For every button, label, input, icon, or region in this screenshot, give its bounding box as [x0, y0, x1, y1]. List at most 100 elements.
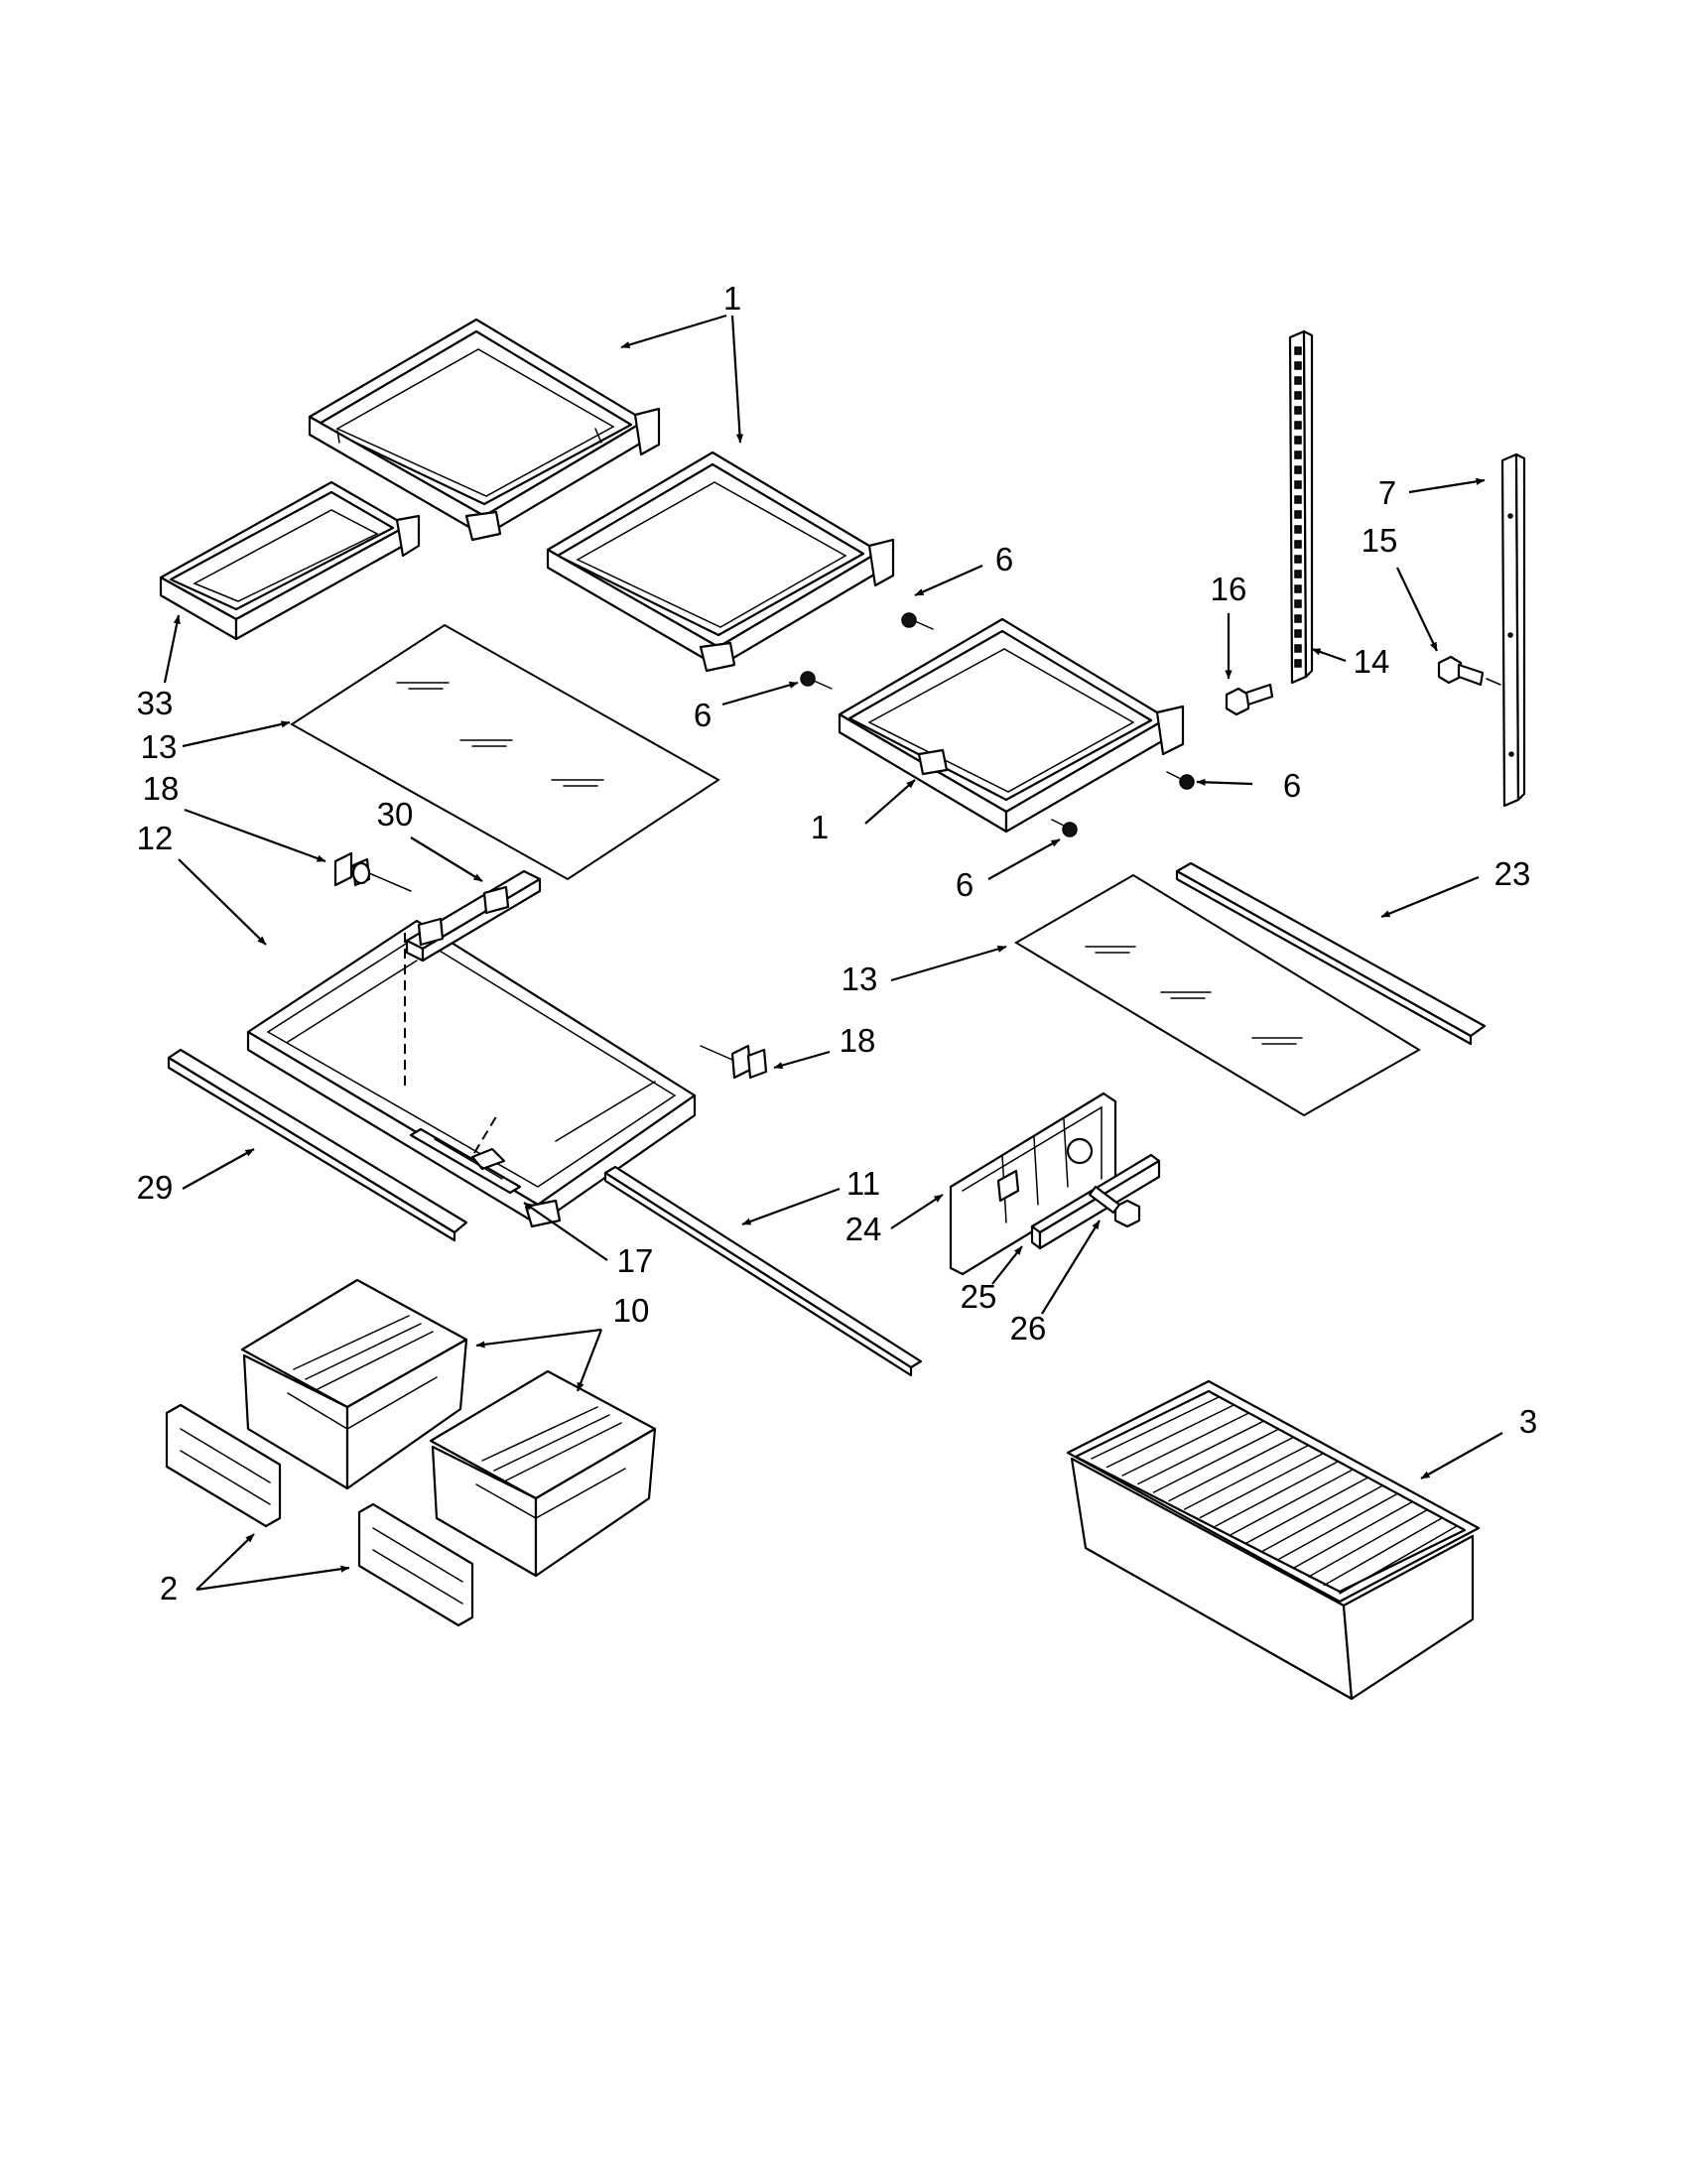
callout-1-top: 1: [723, 280, 741, 317]
crisper-bin-back: [240, 1278, 468, 1490]
shelf-middle: [546, 450, 895, 673]
leader-arrow: [178, 858, 267, 946]
ladder-slot: [1294, 436, 1302, 445]
trim-strip: [603, 1165, 923, 1377]
ladder-slot: [1294, 376, 1302, 385]
ladder-slot: [1294, 614, 1302, 623]
leader-arrow: [184, 808, 326, 863]
ladder-slot: [1294, 659, 1302, 668]
basket-wire: [1121, 1412, 1249, 1477]
leader-arrow: [991, 1245, 1023, 1285]
ladder-slot: [1294, 599, 1302, 608]
drawer-front: [165, 1403, 282, 1528]
ladder-slot: [1294, 495, 1302, 504]
leader-arrow: [1041, 1220, 1101, 1315]
leader-arrow: [475, 1328, 602, 1349]
screw-icon: [800, 671, 833, 690]
shelf-top-left: [308, 318, 661, 542]
leader-arrow: [195, 1533, 255, 1591]
frame-support-clip: [700, 1044, 768, 1080]
callout-23: 23: [1494, 855, 1531, 892]
screw-icon: [1437, 655, 1501, 687]
ladder-slot: [1294, 629, 1302, 638]
callout-18-right: 18: [840, 1022, 876, 1059]
basket-wire: [1261, 1484, 1383, 1553]
narrow-shelf: [159, 480, 421, 641]
leader-arrow: [182, 720, 291, 748]
screw-icon: [1051, 819, 1078, 837]
ladder-slot: [1294, 525, 1302, 534]
basket-wire: [1184, 1445, 1309, 1510]
leader-arrow: [1408, 477, 1486, 494]
callout-7: 7: [1378, 474, 1396, 511]
basket-wire: [1339, 1525, 1458, 1595]
freezer-basket-drawer: [1066, 1379, 1481, 1701]
humidity-control-slide: [409, 1127, 522, 1195]
leader-arrow: [1396, 567, 1438, 652]
leader-arrow: [410, 836, 483, 882]
ladder-slot: [1294, 555, 1302, 564]
callout-6-right: 6: [1283, 767, 1301, 804]
ladder-slot: [1294, 584, 1302, 593]
leader-arrow: [620, 314, 727, 349]
glass-insert-right: [1014, 873, 1421, 1117]
leader-arrow: [523, 1202, 608, 1261]
ladder-slot: [1294, 450, 1302, 459]
divider-bracket: [949, 1092, 1117, 1276]
shelf-ladder-rail: [1288, 329, 1314, 685]
shelf-right: [838, 617, 1185, 834]
leader-arrow: [195, 1565, 350, 1592]
basket-wire: [1199, 1453, 1324, 1519]
basket-wire: [1230, 1469, 1354, 1536]
callout-12: 12: [137, 820, 174, 856]
leader-arrow: [773, 1050, 831, 1070]
callout-33: 33: [137, 685, 174, 721]
shelf-support-rail: [1500, 452, 1526, 808]
callout-29: 29: [137, 1169, 174, 1206]
leader-arrow: [864, 779, 916, 825]
ladder-slot: [1294, 465, 1302, 474]
callout-26: 26: [1010, 1310, 1047, 1347]
shelf-trim: [1175, 861, 1487, 1046]
crisper-bin-front: [429, 1369, 657, 1578]
ladder-slot: [1294, 391, 1302, 400]
leader-arrow: [1196, 778, 1253, 786]
callout-10: 10: [613, 1292, 650, 1329]
basket-wire: [1215, 1461, 1339, 1527]
callout-14: 14: [1354, 643, 1390, 680]
callout-11: 11: [846, 1165, 880, 1202]
callout-18-left: 18: [143, 770, 180, 807]
basket-wire: [1091, 1396, 1220, 1460]
leader-arrow: [182, 1148, 255, 1190]
callout-13-right: 13: [842, 961, 878, 997]
ladder-slot: [1294, 361, 1302, 370]
humidity-control-rail: [405, 869, 542, 963]
leader-arrow: [914, 564, 983, 597]
callout-15: 15: [1362, 522, 1398, 559]
leader-arrow: [1311, 647, 1347, 663]
basket-wire: [1245, 1477, 1368, 1544]
glass-insert-left: [290, 623, 720, 881]
ladder-slot: [1294, 510, 1302, 519]
callout-1-right: 1: [811, 809, 829, 845]
callout-30: 30: [377, 796, 414, 833]
front-trim: [167, 1048, 468, 1242]
leader-arrow: [741, 1187, 841, 1226]
ladder-slot: [1294, 480, 1302, 489]
basket-wire: [1276, 1492, 1398, 1561]
callout-16: 16: [1211, 571, 1247, 607]
leader-arrow: [1380, 875, 1480, 919]
frame-support-clip: [333, 851, 412, 892]
screw-icon: [901, 612, 934, 630]
ladder-slot: [1294, 644, 1302, 653]
leader-arrow: [576, 1329, 603, 1392]
callout-6-bottom: 6: [956, 866, 974, 903]
basket-wire: [1323, 1517, 1443, 1587]
ladder-slot: [1294, 540, 1302, 549]
basket-wire: [1152, 1428, 1279, 1493]
callout-6-top: 6: [995, 541, 1013, 578]
basket-wire: [1292, 1500, 1413, 1570]
callout-17: 17: [617, 1242, 654, 1279]
crisper-cover-frame: [246, 919, 697, 1228]
